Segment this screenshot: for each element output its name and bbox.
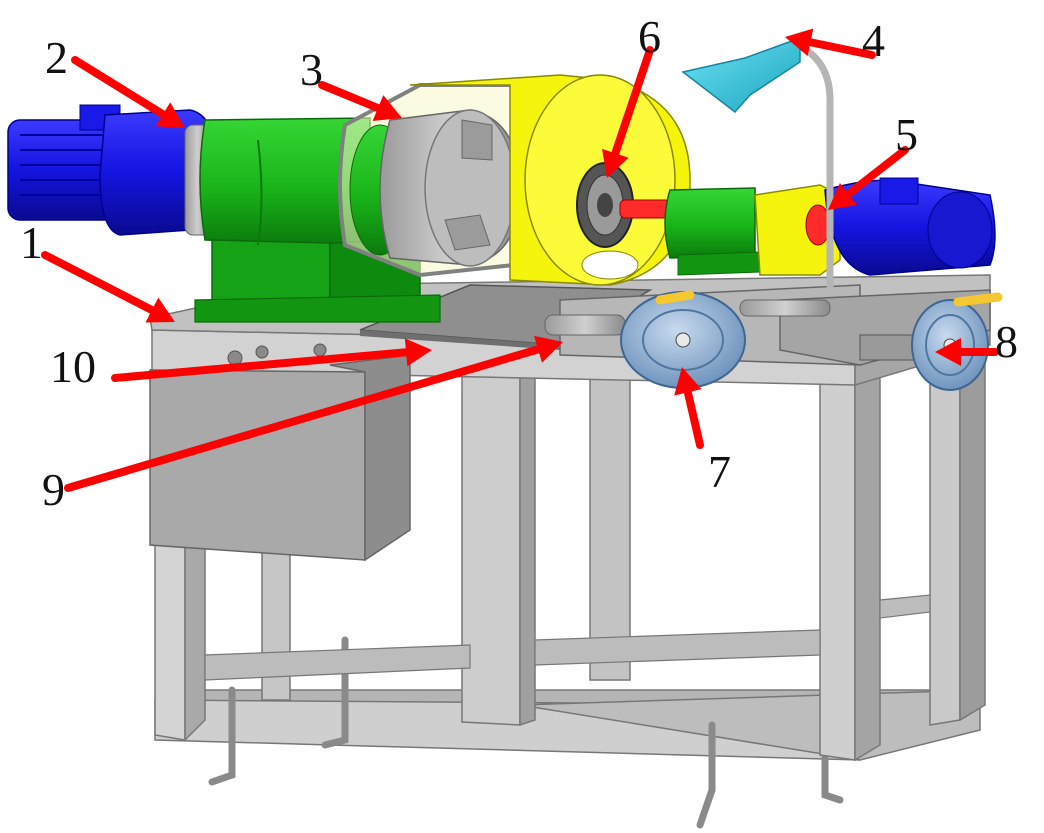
callout-6: 6 [638,11,661,62]
callout-9: 9 [42,464,65,515]
callout-labels: 1 2 3 4 5 6 7 8 9 10 [20,11,1018,515]
arrow-1 [41,251,175,323]
arrow-10 [111,338,432,382]
tailstock-motor [824,177,996,276]
callout-4: 4 [862,15,885,66]
callout-8: 8 [995,316,1018,367]
spindle-housing [184,117,441,323]
arrow-9 [64,335,563,492]
callout-10: 10 [50,341,96,392]
arrow-3 [318,81,402,122]
arrow-6 [602,46,654,178]
tailstock-assembly [619,184,841,276]
arrow-2 [71,56,185,128]
arrow-8 [935,338,999,366]
callout-2: 2 [45,32,68,83]
callout-5: 5 [895,109,918,160]
arrow-5 [828,146,909,210]
main-motor [7,104,216,236]
callout-3: 3 [300,44,323,95]
callout-7: 7 [708,446,731,497]
cutter-wheel [576,162,634,248]
arrow-7 [674,367,704,449]
callout-arrows [41,28,999,492]
callout-1: 1 [20,217,43,268]
arrow-4 [785,28,876,59]
